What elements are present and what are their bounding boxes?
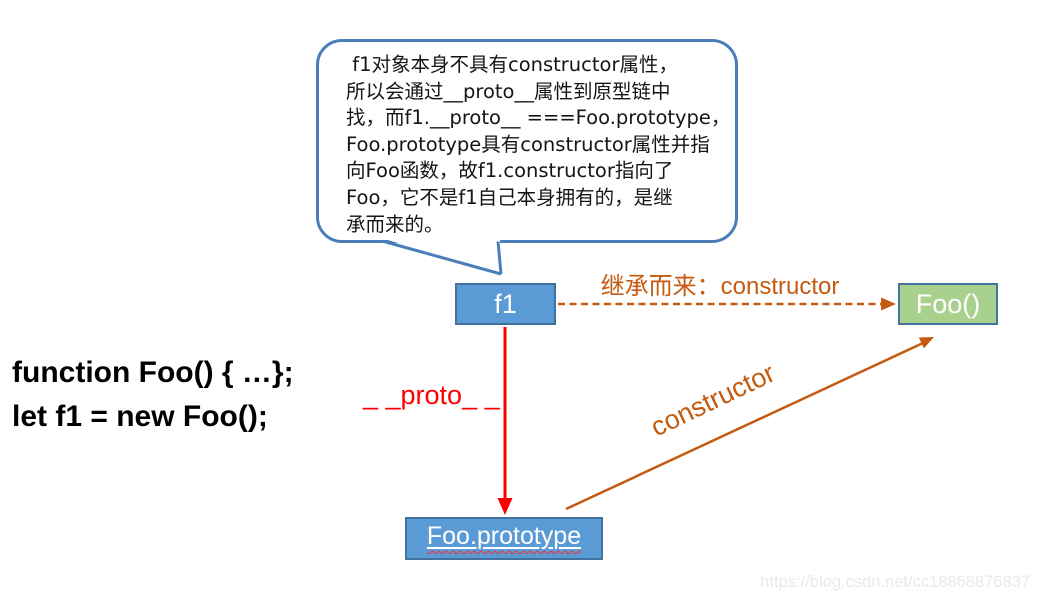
bubble-text-line: Foo.prototype具有constructor属性并指 xyxy=(346,132,710,156)
bubble-text-line: 找，而f1.__proto__ ===Foo.prototype， xyxy=(346,106,731,130)
bubble-text-line: 所以会通过__proto__属性到原型链中 xyxy=(346,79,671,103)
proto-edge-label: _ _proto_ _ xyxy=(363,380,500,410)
node-foo: Foo() xyxy=(898,283,998,325)
speech-bubble: f1对象本身不具有constructor属性， 所以会通过__proto__属性… xyxy=(316,39,738,243)
code-line-1: function Foo() { …}; xyxy=(12,356,294,389)
constructor-arrow-line xyxy=(565,341,924,511)
code-snippet: function Foo() { …}; let f1 = new Foo(); xyxy=(12,351,294,439)
inherited-arrow-head xyxy=(881,297,896,311)
bubble-text-line: 向Foo函数，故f1.constructor指向了 xyxy=(346,159,674,183)
inherited-constructor-label: 继承而来：constructor xyxy=(600,273,840,300)
watermark-url: https://blog.csdn.net/cc18868876837 xyxy=(760,573,1030,591)
node-foo-prototype-wavy-underline: Foo.prototype xyxy=(427,522,581,551)
node-f1: f1 xyxy=(455,283,556,325)
bubble-text-line: Foo，它不是f1自己本身拥有的，是继 xyxy=(346,185,673,209)
bubble-tail-left-edge xyxy=(383,240,502,276)
node-f1-label: f1 xyxy=(494,288,517,319)
node-foo-prototype-label: Foo.prototype xyxy=(426,522,582,550)
bubble-text-line: f1对象本身不具有constructor属性， xyxy=(346,53,678,76)
proto-arrow-head xyxy=(497,498,513,515)
code-line-2: let f1 = new Foo(); xyxy=(12,400,268,433)
bubble-text-line: 承而来的。 xyxy=(346,212,444,236)
bubble-tail-right-edge xyxy=(496,241,503,275)
node-foo-prototype: Foo.prototype xyxy=(405,517,603,560)
constructor-arrow-head xyxy=(918,337,934,349)
node-foo-label: Foo() xyxy=(915,288,981,319)
